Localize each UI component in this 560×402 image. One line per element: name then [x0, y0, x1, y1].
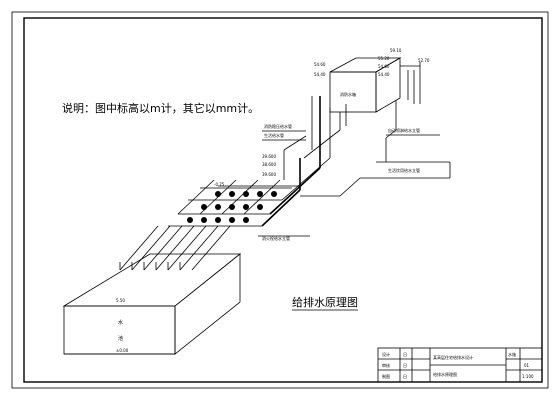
tb-num3: 1:100 — [522, 374, 534, 379]
tb-num2: 01 — [524, 363, 530, 368]
pool-elev-bottom: ±0.00 — [116, 348, 129, 353]
roof-tank: 消防水箱 — [329, 57, 402, 113]
drawing-frame-outer — [11, 11, 549, 389]
tank-elev-right-b: 55.20 — [378, 56, 390, 61]
tb-r1c2: 日 — [403, 352, 407, 357]
tank-elev-left: 54.60 — [314, 62, 326, 67]
risers — [283, 96, 347, 190]
pump-icon — [243, 191, 249, 197]
pipe-label-e: 消火栓给水立管 — [262, 235, 290, 241]
tb-r1c1: 设计 — [382, 351, 390, 357]
pipe-label-d: 生活饮用给水立管 — [388, 167, 420, 173]
pump-icon — [229, 217, 235, 223]
pipe-label-a: 消防稳压给水管 — [264, 123, 292, 129]
pump-icon — [229, 191, 235, 197]
pump-icon — [271, 191, 277, 197]
pump-icon — [215, 204, 221, 210]
pump-icon — [243, 204, 249, 210]
tb-num1: 水施 — [508, 351, 516, 357]
tb-r2c2: 日 — [403, 363, 407, 368]
pump-icon — [215, 191, 221, 197]
tb-r2c1: 审核 — [382, 362, 390, 368]
pump-icon — [257, 204, 263, 210]
pump-icon — [201, 217, 207, 223]
pump-icon — [187, 217, 193, 223]
pool-label-top: 水 — [118, 319, 123, 326]
tb-r3c1: 制图 — [382, 373, 390, 379]
tank-outlets — [300, 62, 451, 197]
pool-elev-top: 5.50 — [116, 298, 125, 303]
pump-icon — [201, 204, 207, 210]
tank-elev-right-d: 54.40 — [378, 72, 390, 77]
tb-project: 某高层住宅给排水设计 — [433, 354, 473, 360]
pump-icon — [257, 191, 263, 197]
pump-icon — [215, 217, 221, 223]
pump-icon — [243, 217, 249, 223]
drawing-frame-inner — [23, 17, 543, 383]
suction-pipes — [119, 225, 231, 271]
pump-icon — [229, 204, 235, 210]
elev-2: 38.600 — [262, 162, 276, 167]
pipe-label-c: 自动喷淋给水立管 — [388, 127, 420, 133]
elev-3: 39.600 — [262, 172, 276, 177]
water-pool: 5.50 ±0.00 水 池 — [62, 253, 242, 355]
pump-group — [168, 157, 331, 227]
pipe-label-b: 生活给水管 — [264, 132, 284, 138]
pool-label-bottom: 池 — [118, 335, 123, 342]
note-text: 说明：图中标高以m计，其它以mm计。 — [62, 101, 259, 115]
tank-elev-right-e: 52.70 — [418, 58, 430, 63]
elev-1: 39.600 — [262, 154, 276, 159]
tank-label: 消防水箱 — [340, 91, 356, 97]
tb-drawing: 给排水原理图 — [433, 371, 457, 377]
diagram-title: 给排水原理图 — [292, 295, 358, 309]
tb-r3c2: 日 — [403, 374, 407, 379]
tank-elev-left2: 54.40 — [314, 72, 326, 77]
title-block — [377, 347, 543, 383]
tank-elev-right-c: 54.60 — [378, 64, 390, 69]
elev-4: -0.75 — [214, 182, 225, 187]
tank-elev-right-a: 59.10 — [390, 48, 402, 53]
